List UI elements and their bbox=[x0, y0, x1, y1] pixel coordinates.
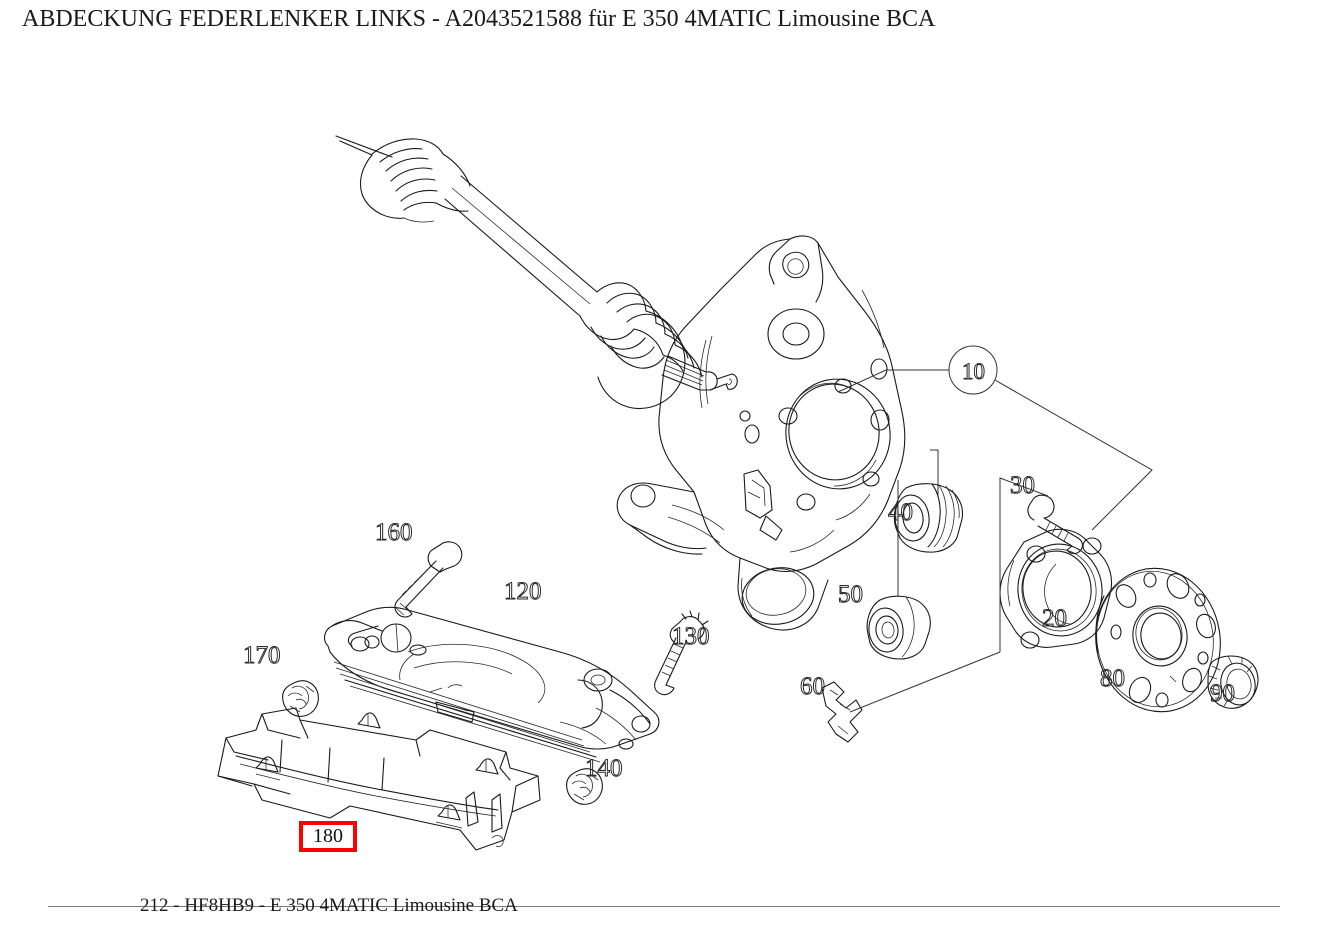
callout-label-80: 80 bbox=[1100, 665, 1125, 692]
callout-label-130: 130 bbox=[672, 623, 710, 650]
wheel-carrier-knuckle bbox=[616, 235, 906, 631]
bushing-40 bbox=[893, 483, 964, 553]
callout-label-60: 60 bbox=[800, 673, 825, 700]
cover-clip bbox=[357, 712, 381, 729]
callout-label-50: 50 bbox=[838, 581, 863, 608]
page-title: ABDECKUNG FEDERLENKER LINKS - A204352158… bbox=[22, 6, 936, 32]
callout-label-140: 140 bbox=[585, 755, 623, 782]
callout-label-30: 30 bbox=[1010, 472, 1035, 499]
callout-label-160: 160 bbox=[375, 519, 413, 546]
bolt-130 bbox=[654, 610, 709, 696]
callout-label-40: 40 bbox=[888, 499, 913, 526]
callout-label-90: 90 bbox=[1210, 680, 1235, 707]
selected-part-label: 180 bbox=[313, 825, 343, 847]
clip-60 bbox=[821, 681, 863, 743]
callout-label-170: 170 bbox=[243, 642, 281, 669]
cover-clip bbox=[255, 756, 281, 781]
cover-clip bbox=[475, 758, 499, 775]
wheel-bearing-hub-20 bbox=[999, 528, 1113, 649]
callout-label-120: 120 bbox=[504, 578, 542, 605]
wheel-hub-flange-80 bbox=[1095, 567, 1221, 713]
nut-170 bbox=[282, 680, 319, 717]
selected-part-highlight-180[interactable]: 180 bbox=[299, 821, 357, 852]
footer-divider bbox=[48, 906, 1280, 907]
control-arm-cover-180 bbox=[217, 707, 541, 851]
callout-label-20: 20 bbox=[1042, 605, 1067, 632]
part-number-labels: 10 20 30 40 50 60 80 90 120 130 140 160 … bbox=[243, 359, 1236, 783]
nut-140 bbox=[566, 768, 603, 805]
bushing-50 bbox=[866, 595, 931, 660]
callout-label-10: 10 bbox=[962, 359, 985, 384]
bolt-160 bbox=[394, 541, 463, 618]
drive-shaft-assembly bbox=[335, 135, 738, 410]
exploded-parts-diagram: 10 20 30 40 50 60 80 90 120 130 140 160 … bbox=[0, 40, 1326, 885]
leader-lines bbox=[837, 345, 1153, 713]
page-footer: 212 - HF8HB9 - E 350 4MATIC Limousine BC… bbox=[0, 880, 1326, 937]
cover-clip bbox=[435, 804, 463, 829]
bolt-30 bbox=[1027, 494, 1083, 555]
hub-cap-90 bbox=[1207, 655, 1259, 709]
footer-label: 212 - HF8HB9 - E 350 4MATIC Limousine BC… bbox=[140, 895, 518, 916]
spring-control-arm bbox=[323, 606, 660, 763]
